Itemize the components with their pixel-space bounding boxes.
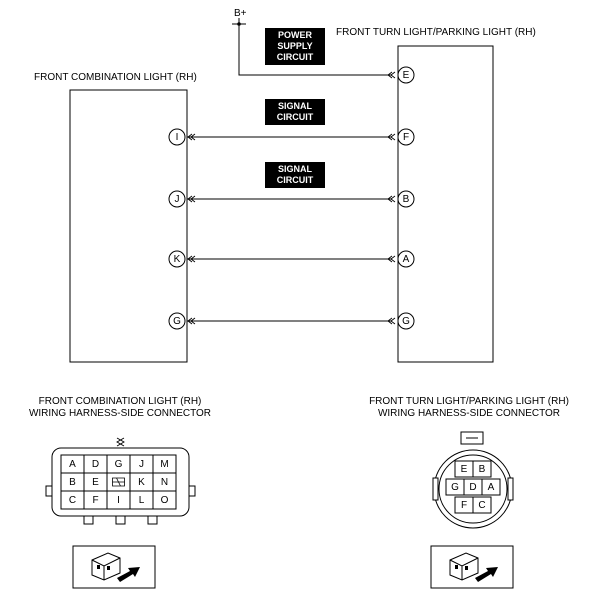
arrow-mark bbox=[187, 195, 196, 203]
left-connector-terminal: D bbox=[92, 459, 99, 470]
arrow-mark bbox=[387, 255, 396, 263]
right-connector-terminal: C bbox=[478, 500, 485, 511]
arrow-mark bbox=[387, 133, 396, 141]
right-pin-label: F bbox=[403, 132, 409, 143]
right-unit-title: FRONT TURN LIGHT/PARKING LIGHT (RH) bbox=[336, 27, 536, 38]
arrow-mark bbox=[387, 71, 396, 79]
left-connector-terminal: A bbox=[69, 459, 76, 470]
left-pin-circle bbox=[168, 190, 186, 208]
signal-circuit-tag-2: SIGNAL CIRCUIT bbox=[265, 162, 325, 188]
left-connector-face bbox=[45, 437, 196, 525]
right-connector-title-2: WIRING HARNESS-SIDE CONNECTOR bbox=[377, 408, 561, 419]
left-connector-view-icon bbox=[72, 545, 156, 589]
left-pin-label: I bbox=[176, 132, 179, 143]
right-connector-title-1: FRONT TURN LIGHT/PARKING LIGHT (RH) bbox=[369, 396, 569, 407]
right-connector-terminal: A bbox=[488, 482, 495, 493]
arrow-mark bbox=[187, 317, 196, 325]
supply-label: B+ bbox=[234, 8, 247, 19]
right-pin-label: E bbox=[403, 70, 410, 81]
right-pin-label: B bbox=[403, 194, 410, 205]
left-pin-circle bbox=[168, 312, 186, 330]
left-pin-circle bbox=[168, 250, 186, 268]
left-connector-terminal: E bbox=[92, 477, 99, 488]
right-pin-circle bbox=[397, 66, 415, 84]
power-supply-circuit-tag: POWER SUPPLY CIRCUIT bbox=[265, 28, 325, 65]
left-connector-terminal: J bbox=[139, 459, 144, 470]
left-unit-title: FRONT COMBINATION LIGHT (RH) bbox=[34, 72, 197, 83]
right-connector-view-icon bbox=[430, 545, 514, 589]
signal-circuit-tag-1: SIGNAL CIRCUIT bbox=[265, 99, 325, 125]
left-connector-title-1: FRONT COMBINATION LIGHT (RH) bbox=[38, 396, 202, 407]
right-unit-box bbox=[397, 45, 494, 363]
left-connector-terminal: G bbox=[115, 459, 123, 470]
left-connector-terminal: F bbox=[92, 495, 98, 506]
connector-arrow-marks bbox=[187, 71, 396, 325]
right-connector-row bbox=[445, 478, 501, 496]
left-connector-terminal: M bbox=[160, 459, 168, 470]
left-pin-circle bbox=[168, 128, 186, 146]
left-connector-terminal: I bbox=[117, 495, 120, 506]
power-supply-symbol bbox=[232, 18, 392, 76]
left-unit-box bbox=[69, 89, 188, 363]
right-connector-terminal: B bbox=[479, 464, 486, 475]
arrow-mark bbox=[387, 317, 396, 325]
left-pin-label: J bbox=[175, 194, 180, 205]
left-connector-terminal: B bbox=[69, 477, 76, 488]
left-connector-terminal: O bbox=[161, 495, 169, 506]
right-pin-label: G bbox=[402, 316, 410, 327]
arrow-mark bbox=[187, 133, 196, 141]
right-pin-circle bbox=[397, 128, 415, 146]
unused-terminal-mark bbox=[112, 477, 125, 487]
right-connector-terminal: E bbox=[461, 464, 468, 475]
left-pin-label: G bbox=[173, 316, 181, 327]
left-connector-cells: A D G J M B E K N C F I L O bbox=[61, 455, 176, 509]
right-pin-circle bbox=[397, 250, 415, 268]
pin-circles: E F I B J A K G G bbox=[168, 66, 415, 330]
right-connector-terminal: F bbox=[461, 500, 467, 511]
arrow-mark bbox=[187, 255, 196, 263]
left-connector-terminal: K bbox=[138, 477, 145, 488]
left-connector-title-2: WIRING HARNESS-SIDE CONNECTOR bbox=[28, 408, 212, 419]
right-connector-terminal: G bbox=[451, 482, 459, 493]
right-pin-label: A bbox=[403, 254, 410, 265]
right-pin-circle bbox=[397, 312, 415, 330]
wires bbox=[187, 136, 392, 322]
arrow-mark bbox=[387, 195, 396, 203]
left-connector-terminal: C bbox=[69, 495, 76, 506]
left-pin-label: K bbox=[174, 254, 181, 265]
right-connector-terminal: D bbox=[469, 482, 476, 493]
right-pin-circle bbox=[397, 190, 415, 208]
left-connector-terminal: L bbox=[139, 495, 145, 506]
left-connector-terminal: N bbox=[161, 477, 168, 488]
